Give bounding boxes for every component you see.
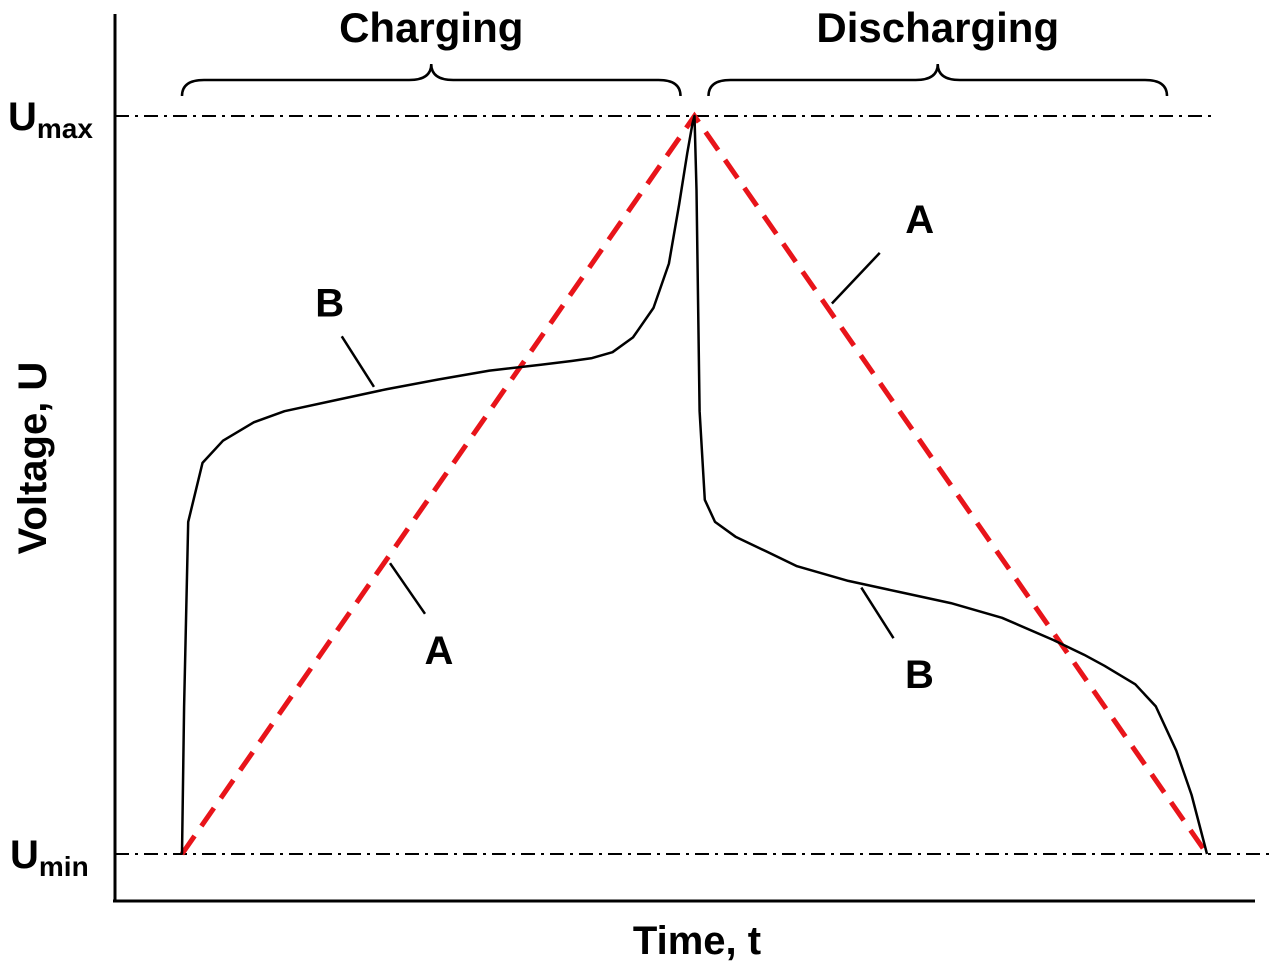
u-max-label: Umax bbox=[8, 95, 93, 144]
u-min-sub: min bbox=[39, 851, 89, 882]
charging-label: Charging bbox=[339, 4, 523, 51]
series-a-discharge-leader bbox=[831, 252, 881, 305]
discharging-brace bbox=[707, 63, 1169, 97]
u-min-label: Umin bbox=[10, 833, 89, 882]
series-b-charge-label: B bbox=[315, 281, 344, 325]
discharging-label: Discharging bbox=[816, 4, 1059, 51]
y-axis-label: Voltage, U bbox=[11, 362, 55, 555]
series-a-line bbox=[179, 111, 1210, 856]
series-a-discharge-label: A bbox=[905, 198, 934, 242]
series-a-charge-leader bbox=[389, 562, 427, 615]
series-b-discharge-label: B bbox=[905, 653, 934, 697]
u-min-main: U bbox=[10, 833, 39, 877]
series-b-charge-leader bbox=[340, 335, 376, 388]
series-a-charge-label: A bbox=[425, 629, 454, 673]
charging-brace bbox=[180, 63, 682, 97]
series-b-discharge-leader bbox=[860, 586, 895, 639]
u-max-main: U bbox=[8, 95, 37, 139]
series-b-line bbox=[180, 114, 1209, 855]
u-max-sub: max bbox=[37, 113, 93, 144]
x-axis-label: Time, t bbox=[633, 919, 761, 963]
